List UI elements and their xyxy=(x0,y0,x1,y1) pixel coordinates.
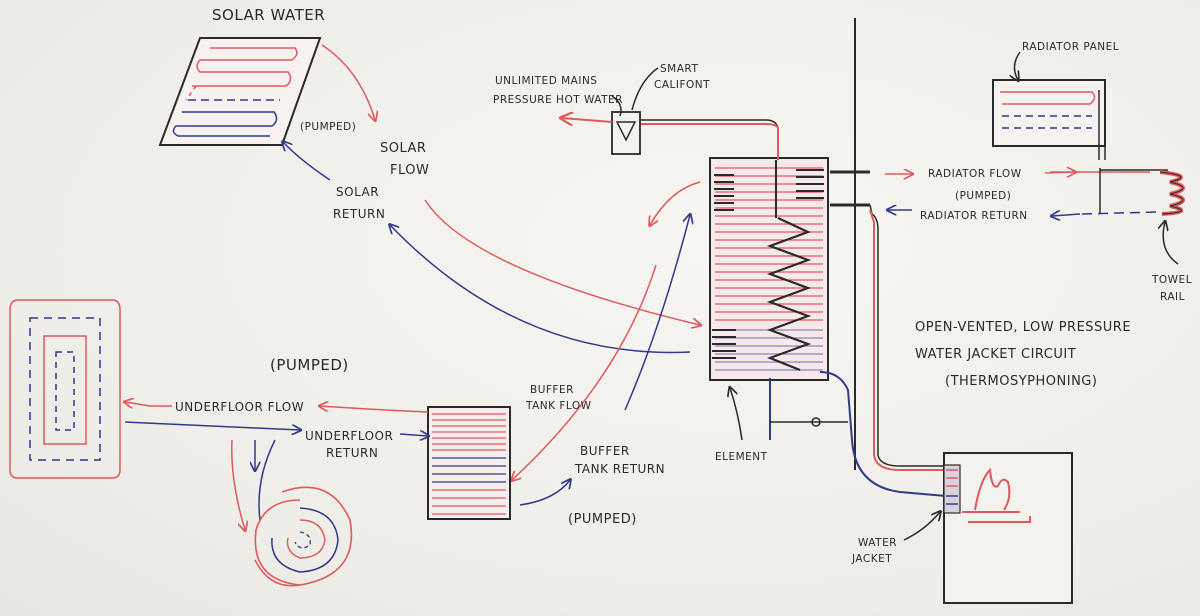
radiator-panel-label: RADIATOR PANEL xyxy=(1022,41,1119,53)
buffer-pumped-label: (PUMPED) xyxy=(568,512,637,527)
smart-califont xyxy=(611,111,641,155)
water-jacket-label-1: WATER xyxy=(858,537,897,549)
solar-flow-label-2: FLOW xyxy=(390,163,429,178)
solar-water-label: SOLAR WATER xyxy=(212,6,325,24)
smart-califont-label-1: SMART xyxy=(660,63,698,75)
solar-flow-label-1: SOLAR xyxy=(380,141,426,156)
unlimited-mains-label-1: UNLIMITED MAINS xyxy=(495,75,597,87)
buffer-flow-label-2: TANK FLOW xyxy=(525,400,592,412)
tank-to-buffer-arrow xyxy=(650,181,701,225)
open-vented-label-1: OPEN-VENTED, LOW PRESSURE xyxy=(915,320,1131,335)
unlimited-mains-label-2: PRESSURE HOT WATER xyxy=(493,94,623,106)
open-vented-label-3: (THERMOSYPHONING) xyxy=(945,374,1097,389)
solar-panel xyxy=(158,37,322,146)
towel-rail-label-1: TOWEL xyxy=(1151,274,1192,286)
radiator-panel xyxy=(992,79,1106,147)
solar-return-label-1: SOLAR xyxy=(336,185,379,199)
underfloor-spiral xyxy=(254,486,353,586)
underfloor-flow-label: UNDERFLOOR FLOW xyxy=(175,400,304,414)
wood-stove xyxy=(943,452,1073,604)
hot-water-out-arrow xyxy=(562,118,613,122)
buffer-return-arrow xyxy=(519,480,570,506)
radiator-flow-label: RADIATOR FLOW xyxy=(928,168,1022,180)
underfloor-return-label-2: RETURN xyxy=(326,446,378,460)
buffer-tank xyxy=(427,406,511,520)
towel-rail xyxy=(1159,170,1185,216)
underfloor-flow-arrow xyxy=(320,406,429,413)
radiator-return-label: RADIATOR RETURN xyxy=(920,210,1028,222)
solar-flow-line xyxy=(424,199,700,325)
element-label: ELEMENT xyxy=(715,451,768,463)
solar-out-arrow xyxy=(321,44,375,120)
hot-water-tank xyxy=(709,157,829,381)
buffer-flow-line xyxy=(512,264,657,480)
underfloor-pumped-label: (PUMPED) xyxy=(270,356,349,374)
buffer-flow-label-1: BUFFER xyxy=(530,384,574,396)
buffer-return-label-2: TANK RETURN xyxy=(574,462,665,476)
underfloor-loop xyxy=(9,299,121,479)
solar-return-line xyxy=(390,225,691,354)
smart-califont-label-2: CALIFONT xyxy=(654,79,710,91)
buffer-return-label-1: BUFFER xyxy=(580,444,630,458)
underfloor-return-label-1: UNDERFLOOR xyxy=(305,429,393,443)
water-jacket-label-2: JACKET xyxy=(851,553,892,565)
solar-in-arrow xyxy=(283,142,331,181)
solar-pumped-label: (PUMPED) xyxy=(300,121,356,133)
towel-rail-label-2: RAIL xyxy=(1160,291,1185,303)
buffer-return-up-line xyxy=(624,215,690,411)
solar-return-label-2: RETURN xyxy=(333,207,385,221)
open-vented-label-2: WATER JACKET CIRCUIT xyxy=(915,347,1076,362)
radiator-pumped-label: (PUMPED) xyxy=(955,190,1011,202)
